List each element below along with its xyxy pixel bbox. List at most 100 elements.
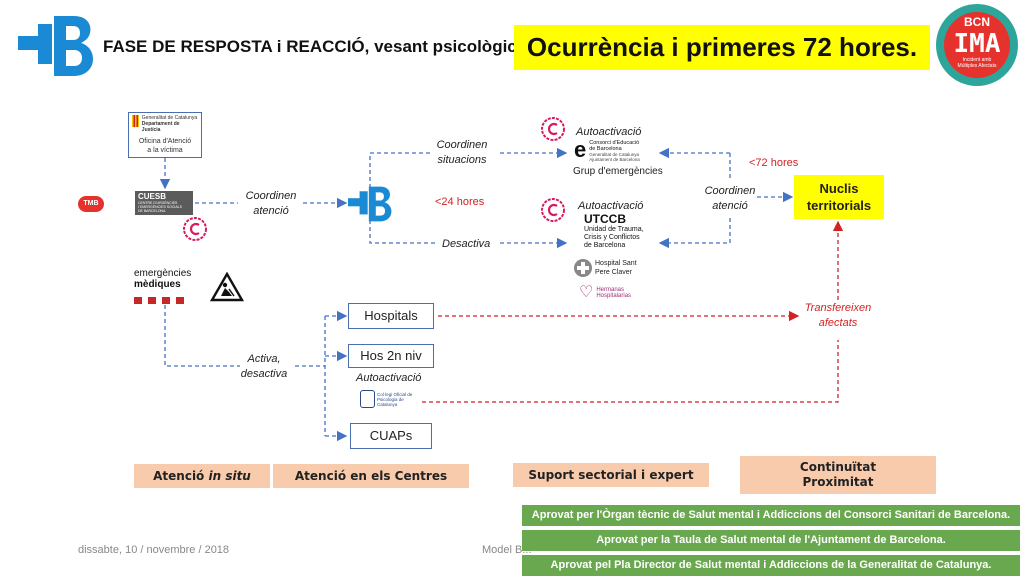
nuclis-line1: Nuclis [819, 181, 859, 196]
label-situacions-1: Coordinen [436, 139, 488, 151]
label-lt72-hours: <72 hores [749, 157, 799, 169]
justicia-line2: Departament de Justícia [141, 121, 180, 133]
hospital-line1: Hospital Sant [595, 260, 637, 267]
oficina-line2: a la víctima [147, 147, 183, 154]
heart-icon: ♡ [579, 284, 594, 301]
badge-sub1: Incident amb [963, 57, 992, 63]
label-autoactivacio-mid: Autoactivació [578, 200, 644, 212]
arrow-copc-transfer [422, 340, 839, 403]
bar-suport-sectorial: Suport sectorial i expert [513, 463, 709, 487]
c-seal-icon-mid [540, 197, 566, 223]
arrow-b-up [369, 152, 430, 188]
approval-banner-1: Aprovat per l'Òrgan tècnic de Salut ment… [522, 505, 1020, 526]
utccb-logo: UTCCB Unidad de Trauma, Crisis y Conflic… [584, 213, 664, 250]
nuclis-line2: territorials [806, 198, 872, 213]
footer-model: Model B... [482, 544, 532, 556]
hermanas-line1: Hermanas [596, 287, 625, 293]
cuesb-text: CUESB [138, 192, 167, 201]
label-coordinen-situacions: Coordinen situacions [428, 138, 496, 168]
ceb-e-icon: e [574, 137, 587, 162]
footer-date: dissabte, 10 / novembre / 2018 [78, 544, 230, 556]
label-desactiva: Desactiva [442, 238, 491, 250]
copc-line1: Col·legi Oficial de [377, 391, 413, 397]
page-title: Ocurrència i primeres 72 hores. [514, 25, 930, 70]
cuesb-sub3: DE BARCELONA [138, 209, 166, 213]
badge-top-text: BCN [964, 15, 990, 29]
sem-line1: emergències [134, 268, 192, 279]
hospital-sant-pere-logo: Hospital Sant Pere Claver [574, 259, 654, 277]
generalitat-emblem-icon [132, 115, 139, 127]
approval-banner-2: Aprovat per la Taula de Salut mental de … [522, 530, 1020, 551]
label-transfereixen-1: Transfereixen [804, 302, 872, 314]
c-seal-icon-left [182, 216, 208, 242]
label-coordinen-right-1: Coordinen [704, 185, 756, 197]
bcn-ima-badge: BCN IMA Incident amb Múltiples Afectats [934, 2, 1020, 88]
warning-worker-icon [209, 271, 245, 302]
label-coordinen-atencio-left: Coordinen atenció [238, 189, 304, 219]
cuaps-box: CUAPs [350, 423, 432, 449]
phase-subtitle: FASE DE RESPOSTA i REACCIÓ, vesant psico… [103, 37, 527, 56]
ceb-logo: e Consorci d'Educació de Barcelona Gener… [574, 137, 660, 163]
badge-main-text: IMA [954, 29, 1001, 59]
bar-in-situ-em: in situ [208, 469, 251, 483]
hospital-line2: Pere Claver [595, 269, 632, 276]
tmb-logo: TMB [78, 196, 104, 212]
oficina-line1: Oficina d'Atenció [138, 138, 192, 145]
hospitals-box: Hospitals [348, 303, 434, 329]
utccb-line2: Crisis y Conflictos [584, 234, 640, 241]
hospital-cross-icon [574, 259, 592, 277]
utccb-text: UTCCB [584, 212, 626, 226]
label-transfereixen-afectats: Transfereixen afectats [796, 301, 880, 331]
label-coordinen-left-1: Coordinen [245, 190, 297, 202]
label-situacions-2: situacions [437, 154, 487, 166]
ceb-line4: Ajuntament de Barcelona [589, 157, 640, 162]
label-lt24-hours: <24 hores [435, 196, 485, 208]
label-coordinen-right-2: atenció [712, 200, 748, 212]
justicia-line1: Generalitat de Catalunya [141, 115, 198, 121]
copc-logo: Col·legi Oficial de Psicologia de Catalu… [360, 390, 422, 408]
bar-atencio-centres: Atenció en els Centres [273, 464, 469, 488]
bracket-right-low [658, 218, 731, 249]
label-grup-emergencies: Grup d'emergències [573, 166, 663, 177]
label-transfereixen-2: afectats [818, 317, 858, 329]
ceb-line3: Generalitat de Catalunya [589, 152, 640, 157]
label-coordinen-left-2: atenció [253, 205, 289, 217]
copc-emblem-icon [360, 390, 376, 408]
bar-continuitat-proximitat: Continuïtat Proximitat [740, 456, 936, 494]
arrow-b-down [369, 220, 438, 244]
tmb-text: TMB [83, 200, 99, 207]
cuesb-logo: CUESB CENTRE D'URGÈNCIES I EMERGÈNCIES S… [135, 191, 193, 215]
label-autoactivacio-low: Autoactivació [356, 372, 422, 384]
cuesb-sub1: CENTRE D'URGÈNCIES [138, 201, 178, 205]
label-activa-2: desactiva [240, 368, 288, 380]
arrow-sem-down [164, 305, 240, 367]
sem-squares [134, 297, 204, 304]
approval-banner-3: Aprovat pel Pla Director de Salut mental… [522, 555, 1020, 576]
cuesb-sub2: I EMERGÈNCIES SOCIALS [138, 205, 182, 209]
barcelona-b-node-icon [348, 186, 392, 222]
hermanas-line2: Hospitalarias [596, 293, 632, 299]
bar-atencio-in-situ: Atenció in situ [134, 464, 270, 488]
bar-in-situ-prefix: Atenció [153, 469, 209, 483]
ceb-line2: de Barcelona [589, 146, 622, 152]
justicia-logo-box: Generalitat de Catalunya Departament de … [128, 112, 202, 158]
bar-continuitat-2: Proximitat [802, 475, 874, 489]
hermanas-logo: ♡ Hermanas Hospitalarias [579, 285, 659, 301]
c-seal-icon-top [540, 116, 566, 142]
bar-continuitat-1: Continuïtat [799, 460, 877, 474]
label-activa-1: Activa, [247, 353, 281, 365]
utccb-line1: Unidad de Trauma, [584, 226, 644, 233]
label-coordinen-atencio-right: Coordinen atenció [698, 184, 762, 214]
sem-line2: mèdiques [134, 279, 181, 290]
label-activa-desactiva: Activa, desactiva [232, 352, 296, 382]
barcelona-b-logo [18, 16, 94, 76]
utccb-line3: de Barcelona [584, 242, 626, 249]
nuclis-territorials-box: Nuclis territorials [794, 175, 884, 219]
label-autoactivacio-top: Autoactivació [576, 126, 642, 138]
sem-logo: emergències mèdiques [134, 268, 204, 304]
hos-2n-niv-box: Hos 2n niv [348, 344, 434, 368]
badge-sub2: Múltiples Afectats [958, 63, 997, 69]
ceb-line1: Consorci d'Educació [589, 140, 640, 146]
copc-line2: Psicologia de Catalunya [377, 396, 404, 407]
